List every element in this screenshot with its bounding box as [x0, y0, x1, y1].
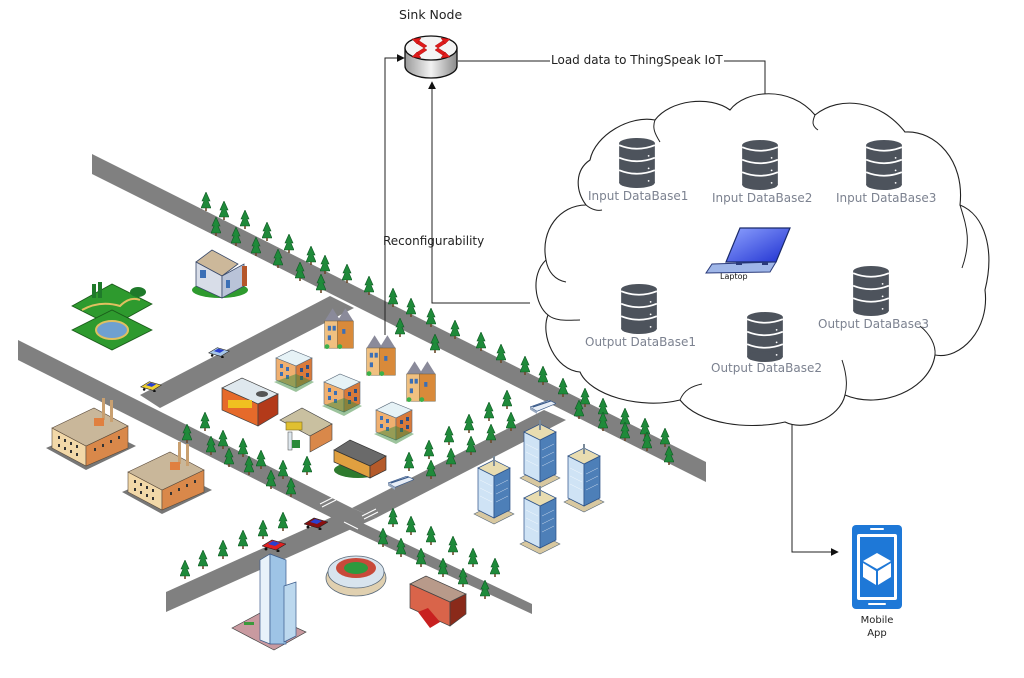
- uplink-arrow: [384, 54, 405, 335]
- cottage: [192, 249, 248, 299]
- office-tower: [473, 456, 515, 525]
- reconfigurability-label: Reconfigurability: [383, 234, 485, 248]
- smart-city-illustration: [18, 154, 706, 651]
- sink-node-label: Sink Node: [399, 7, 463, 22]
- crosswalk: [319, 491, 379, 530]
- router-icon[interactable]: [404, 35, 458, 79]
- mobile-app-icon[interactable]: [852, 525, 902, 609]
- laptop-icon[interactable]: [705, 227, 791, 274]
- townhouses: [366, 334, 396, 377]
- mobile-app-label-line2: App: [867, 628, 887, 639]
- database-icon[interactable]: [741, 140, 779, 190]
- mobile-app-arrow: [791, 424, 839, 556]
- office-tower: [519, 486, 561, 555]
- input-database-1-label: Input DataBase1: [588, 189, 689, 203]
- database-icon[interactable]: [865, 140, 903, 190]
- road-main-diagonal: [92, 154, 706, 482]
- townhouses: [406, 360, 436, 403]
- database-icon[interactable]: [620, 284, 658, 334]
- output-database-2-label: Output DataBase2: [711, 361, 823, 375]
- laptop-label: Laptop: [720, 272, 748, 281]
- road-right-branch: [352, 410, 566, 518]
- output-database-1-label: Output DataBase1: [585, 335, 697, 349]
- mobile-app-label: Mobile App: [855, 614, 899, 640]
- input-database-2-label: Input DataBase2: [712, 191, 813, 205]
- apartment: [321, 373, 363, 416]
- fire-station: [409, 575, 467, 628]
- mobile-app-label-line1: Mobile: [860, 615, 894, 626]
- school: [333, 439, 387, 479]
- load-data-label: Load data to ThingSpeak IoT: [550, 53, 724, 67]
- gas-station: [279, 407, 333, 453]
- shop: [221, 377, 279, 427]
- database-icon[interactable]: [852, 266, 890, 316]
- output-database-3-label: Output DataBase3: [818, 317, 930, 331]
- road-cross-upper: [140, 296, 354, 408]
- apartment: [373, 401, 415, 444]
- reconfigurability-arrow: [428, 81, 530, 304]
- stadium: [325, 555, 387, 597]
- office-tower: [563, 444, 605, 513]
- load-data-arrow: [458, 60, 769, 109]
- database-icon[interactable]: [618, 138, 656, 188]
- database-icon[interactable]: [746, 312, 784, 362]
- park: [71, 282, 153, 351]
- apartment: [273, 349, 315, 392]
- skyscraper: [231, 553, 307, 651]
- input-database-3-label: Input DataBase3: [836, 191, 937, 205]
- factory: [122, 442, 212, 515]
